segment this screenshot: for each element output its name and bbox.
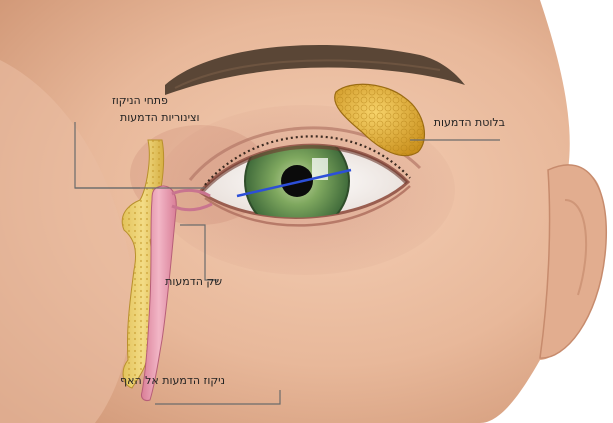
label-lacrimal-gland: בלוטת הדמעות xyxy=(434,116,505,129)
label-puncta-line2: וצינוריות הדמעות xyxy=(120,111,200,124)
label-lacrimal-sac: שק הדמעות xyxy=(165,275,222,288)
label-nasolacrimal-duct: ניקוז הדמעות אל האף xyxy=(120,374,225,387)
label-puncta-line1: פתחי הניקוז xyxy=(112,94,168,107)
